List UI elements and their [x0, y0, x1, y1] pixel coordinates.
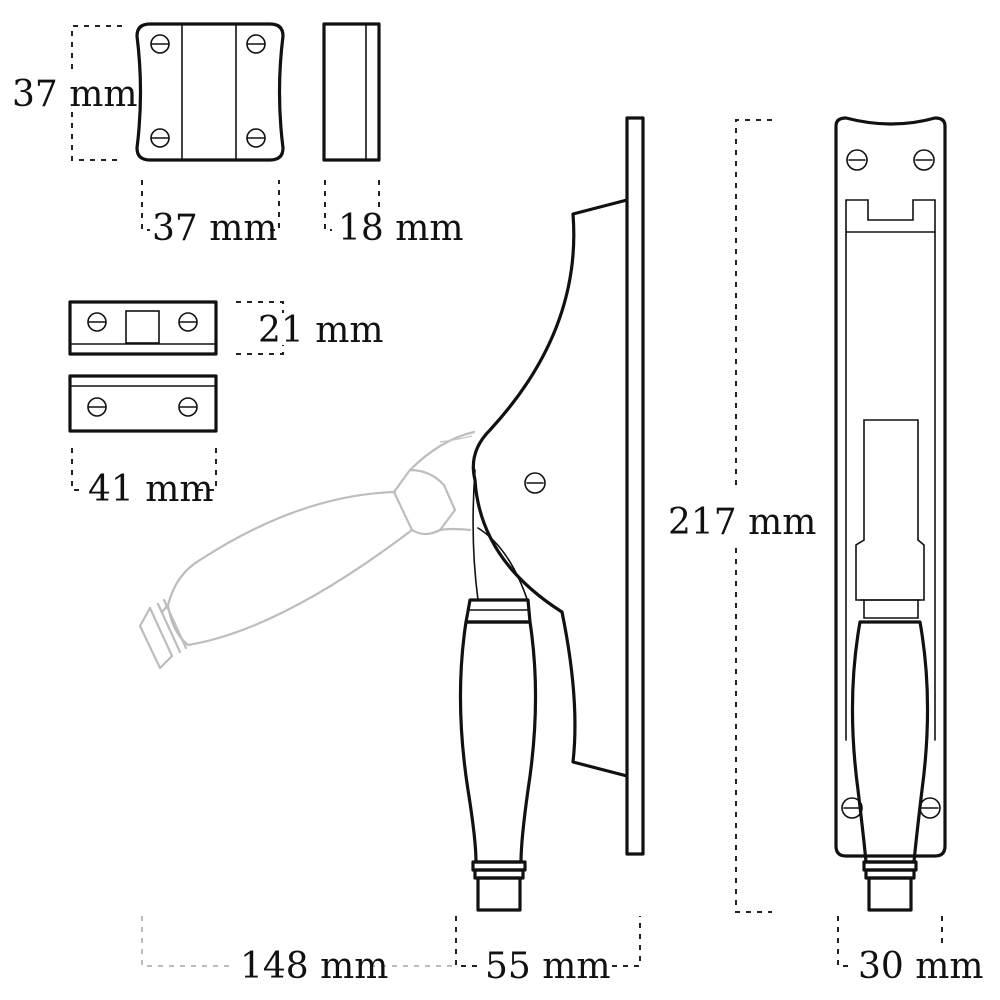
- keep-height-label: 37 mm: [12, 74, 138, 115]
- keep-height-dimension: 37 mm: [12, 25, 138, 161]
- screw-icon: [524, 472, 546, 494]
- screw-icon: [246, 128, 266, 148]
- strike-plate-plain: [68, 374, 218, 433]
- open-projection-label: 148 mm: [240, 946, 388, 987]
- screw-icon: [178, 397, 198, 417]
- keep-width-label: 37 mm: [152, 208, 278, 249]
- screw-icon: [178, 312, 198, 332]
- length-label: 217 mm: [668, 502, 816, 543]
- keep-depth-dimension: 18 mm: [324, 180, 464, 249]
- strike-plate-width-dimension: 41 mm: [71, 448, 217, 510]
- keep-depth-label: 18 mm: [338, 208, 464, 249]
- keep-width-dimension: 37 mm: [141, 180, 280, 249]
- fastener-front-view: [834, 116, 947, 912]
- screw-icon: [87, 312, 107, 332]
- keep-front-view: [135, 22, 285, 162]
- screw-icon: [150, 128, 170, 148]
- screw-icon: [87, 397, 107, 417]
- back-width-dimension: 30 mm: [837, 916, 984, 987]
- keep-side-view: [322, 22, 381, 162]
- handle-open-position: [138, 430, 476, 670]
- screw-icon: [846, 149, 868, 171]
- projection-label: 55 mm: [485, 946, 611, 987]
- open-projection-dimension: 148 mm: [141, 916, 455, 987]
- strike-plate-height-dimension: 21 mm: [236, 301, 384, 355]
- plate-width-label: 41 mm: [88, 469, 214, 510]
- plate-height-label: 21 mm: [258, 310, 384, 351]
- length-dimension: 217 mm: [668, 119, 816, 913]
- screw-icon: [913, 149, 935, 171]
- fastener-side-view: [458, 116, 645, 912]
- screw-icon: [150, 34, 170, 54]
- screw-icon: [246, 34, 266, 54]
- screw-icon: [919, 797, 941, 819]
- projection-dimension: 55 mm: [455, 916, 641, 987]
- strike-plate-with-slot: [68, 300, 218, 356]
- back-width-label: 30 mm: [858, 946, 984, 987]
- screw-icon: [841, 797, 863, 819]
